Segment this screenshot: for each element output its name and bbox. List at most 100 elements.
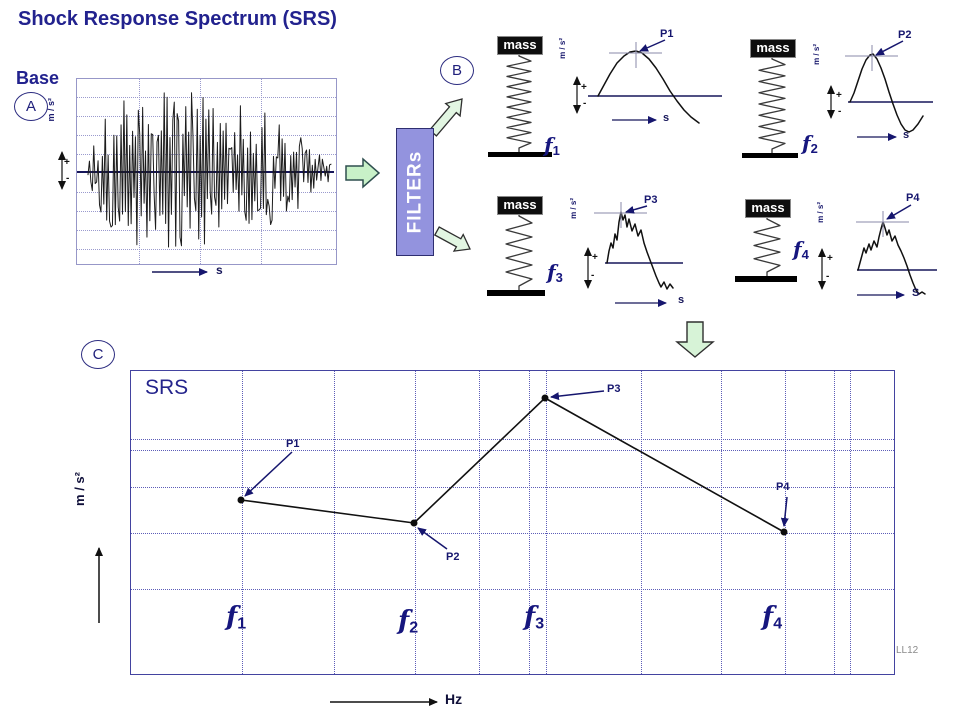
f-subscript: 1	[552, 143, 560, 158]
mass-block: mass	[745, 199, 791, 218]
peak-annotation-arrow-icon	[886, 204, 912, 220]
response-curve	[849, 53, 924, 133]
flow-arrow-to-upper-branch-icon	[428, 98, 463, 137]
response-y-axis-label: m / s²	[569, 198, 578, 219]
natural-frequency-label: f3	[547, 260, 563, 285]
h-gridline	[77, 211, 336, 212]
h-gridline	[77, 192, 336, 193]
spring-icon	[758, 54, 786, 154]
f-symbol: f	[762, 602, 774, 632]
peak-label: P3	[644, 194, 658, 206]
peak-annotation-arrow-icon	[625, 205, 648, 214]
base-plus-sign: +	[64, 157, 70, 168]
f-symbol: f	[802, 131, 811, 155]
section-c-bubble: C	[81, 340, 115, 369]
h-gridline	[77, 135, 336, 136]
f-subscript: 2	[409, 619, 419, 637]
mass-block: mass	[750, 39, 796, 58]
response-y-axis-label: m / s²	[558, 38, 567, 59]
response-x-axis-label: S	[912, 287, 920, 299]
srs-peak-label: P1	[286, 438, 300, 450]
mass-base-bar	[735, 276, 797, 282]
srs-peak-label: P2	[446, 551, 460, 563]
peak-label: P1	[660, 28, 674, 40]
v-gridline	[834, 371, 835, 674]
natural-frequency-label: f2	[802, 131, 818, 156]
f-symbol: f	[226, 602, 238, 632]
response-minus-sign: -	[591, 270, 595, 281]
h-gridline	[131, 439, 894, 440]
response-x-axis-label: s	[903, 129, 910, 141]
mass-block: mass	[497, 196, 543, 215]
v-gridline	[479, 371, 480, 674]
base-time-history-plot	[76, 78, 337, 265]
peak-annotation-arrow-icon	[875, 40, 904, 56]
v-gridline	[641, 371, 642, 674]
base-minus-sign: -	[66, 173, 70, 184]
response-minus-sign: -	[826, 271, 830, 282]
v-gridline	[785, 371, 786, 674]
mass-base-bar	[742, 153, 798, 158]
response-minus-sign: -	[838, 106, 842, 117]
srs-chart-title: SRS	[145, 376, 189, 399]
response-plus-sign: +	[836, 90, 842, 101]
slide-footnote: LL12	[896, 645, 919, 656]
v-gridline	[261, 79, 262, 264]
response-x-axis-label: s	[663, 112, 670, 124]
spring-icon	[505, 211, 533, 291]
peak-label: P2	[898, 29, 912, 41]
srs-y-axis-label: m / s²	[72, 472, 87, 506]
srs-peak-label: P3	[607, 383, 621, 395]
section-b-bubble: B	[440, 56, 474, 85]
v-gridline	[139, 79, 140, 264]
base-x-axis-label: s	[216, 263, 223, 277]
h-gridline	[77, 230, 336, 231]
v-gridline	[850, 371, 851, 674]
v-gridline	[334, 371, 335, 674]
response-plus-sign: +	[581, 82, 587, 93]
f-symbol: f	[793, 237, 802, 261]
response-plus-sign: +	[827, 253, 833, 264]
peak-label: P4	[906, 192, 920, 204]
filters-label: FILTERs	[404, 150, 425, 234]
flow-arrow-to-lower-branch-icon	[433, 226, 471, 252]
f-symbol: f	[544, 133, 553, 157]
f-subscript: 3	[535, 615, 545, 633]
h-gridline	[77, 116, 336, 117]
v-gridline	[200, 79, 201, 264]
response-y-axis-label: m / s²	[812, 44, 821, 65]
page-title: Shock Response Spectrum (SRS)	[18, 8, 337, 30]
h-gridline	[131, 450, 894, 451]
srs-peak-label: P4	[776, 481, 790, 493]
response-minus-sign: -	[583, 98, 587, 109]
v-gridline	[546, 371, 547, 674]
h-gridline	[77, 97, 336, 98]
spring-icon	[753, 214, 781, 277]
srs-frequency-tick-label: f1	[226, 601, 246, 634]
mass-base-bar	[487, 290, 545, 296]
natural-frequency-label: f4	[793, 237, 809, 262]
natural-frequency-label: f1	[544, 133, 560, 158]
flow-arrow-down-to-srs-icon	[675, 321, 715, 358]
f-symbol: f	[398, 606, 410, 636]
spring-icon	[506, 51, 532, 153]
h-gridline	[131, 589, 894, 590]
f-subscript: 2	[810, 141, 818, 156]
response-plus-sign: +	[592, 252, 598, 263]
peak-annotation-arrow-icon	[639, 39, 666, 52]
base-heading: Base	[16, 68, 60, 88]
f-subscript: 4	[773, 615, 783, 633]
f-subscript: 4	[801, 247, 809, 262]
filters-box: FILTERs	[396, 128, 434, 256]
response-curve	[857, 221, 926, 295]
srs-x-axis-label: Hz	[445, 691, 463, 707]
response-curve	[597, 50, 700, 124]
h-gridline	[131, 533, 894, 534]
f-subscript: 3	[555, 270, 563, 285]
srs-frequency-tick-label: f3	[524, 601, 544, 634]
f-symbol: f	[524, 602, 536, 632]
v-gridline	[721, 371, 722, 674]
f-symbol: f	[547, 260, 556, 284]
h-gridline	[77, 154, 336, 155]
